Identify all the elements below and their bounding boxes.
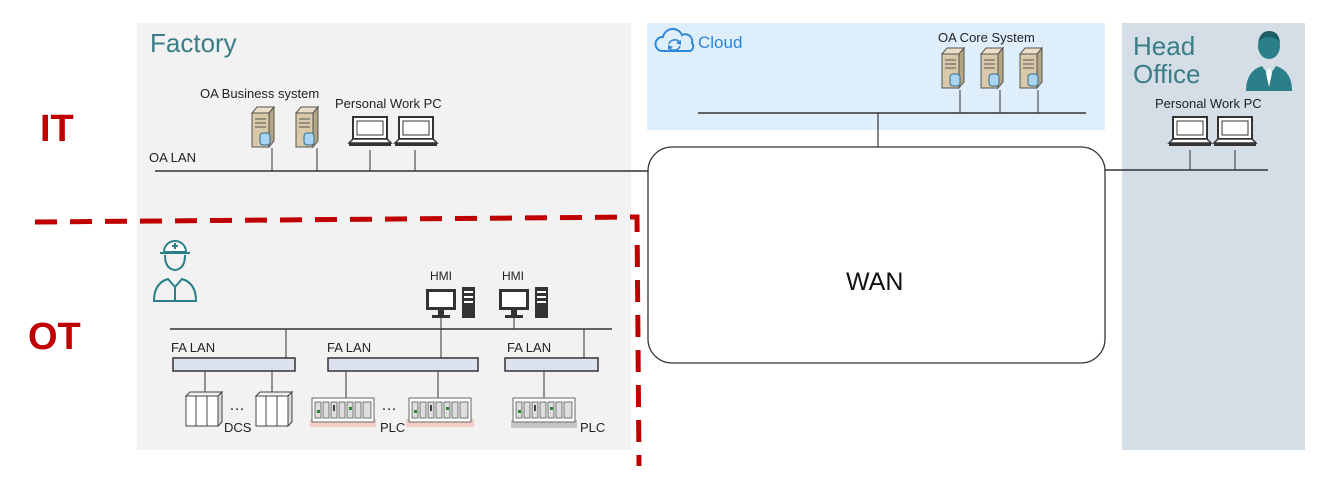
ellipsis: …: [229, 397, 245, 414]
plc-label: PLC: [380, 420, 406, 435]
cloud-title: Cloud: [698, 33, 743, 52]
fa-lan-bar: [327, 357, 479, 372]
oa-core-server-icon: [1019, 47, 1043, 89]
head-office-zone: [1122, 23, 1305, 450]
oa-core-server-icon: [980, 47, 1004, 89]
dcs-label: DCS: [224, 420, 252, 435]
fa-lan-label: FA LAN: [507, 340, 552, 355]
plc-label: PLC: [580, 420, 606, 435]
personal-work-pc-label: Personal Work PC: [1155, 96, 1262, 111]
plc-rack-icon: [512, 397, 576, 423]
oa-core-system-label: OA Core System: [938, 30, 1035, 45]
laptop-icon: [1213, 116, 1257, 147]
ellipsis: …: [381, 397, 397, 414]
dcs-cabinet-icon: [185, 391, 223, 427]
wan-network: [647, 146, 1106, 364]
factory-zone: [137, 23, 631, 450]
personal-work-pc-label: Personal Work PC: [335, 96, 442, 111]
worker-helmet-icon: [152, 240, 198, 302]
oa-business-system-label: OA Business system: [200, 86, 320, 101]
oa-lan-label: OA LAN: [149, 150, 196, 165]
hmi-desktop-icon: [499, 287, 548, 318]
fa-lan-label: FA LAN: [327, 340, 372, 355]
plc-rack-icon: [311, 397, 375, 423]
oa-core-server-icon: [941, 47, 965, 89]
fa-lan-bar: [504, 357, 599, 372]
business-person-icon: [1246, 31, 1292, 91]
wan-label: WAN: [846, 268, 904, 296]
laptop-icon: [348, 116, 392, 147]
laptop-icon: [394, 116, 438, 147]
ot-layer-label: OT: [28, 316, 81, 358]
hmi-label: HMI: [430, 269, 452, 283]
laptop-icon: [1168, 116, 1212, 147]
it-layer-label: IT: [40, 108, 74, 150]
cloud-icon: [654, 27, 695, 52]
it-ot-boundary-line: [34, 214, 642, 467]
oa-business-server-icon: [251, 106, 275, 148]
hmi-label: HMI: [502, 269, 524, 283]
head-office-title: Head Office: [1133, 31, 1201, 89]
dcs-cabinet-icon: [255, 391, 293, 427]
plc-rack-icon: [408, 397, 472, 423]
fa-lan-label: FA LAN: [171, 340, 216, 355]
hmi-desktop-icon: [426, 287, 475, 318]
fa-lan-bar: [172, 357, 296, 372]
oa-business-server-icon: [295, 106, 319, 148]
factory-title: Factory: [150, 28, 237, 58]
